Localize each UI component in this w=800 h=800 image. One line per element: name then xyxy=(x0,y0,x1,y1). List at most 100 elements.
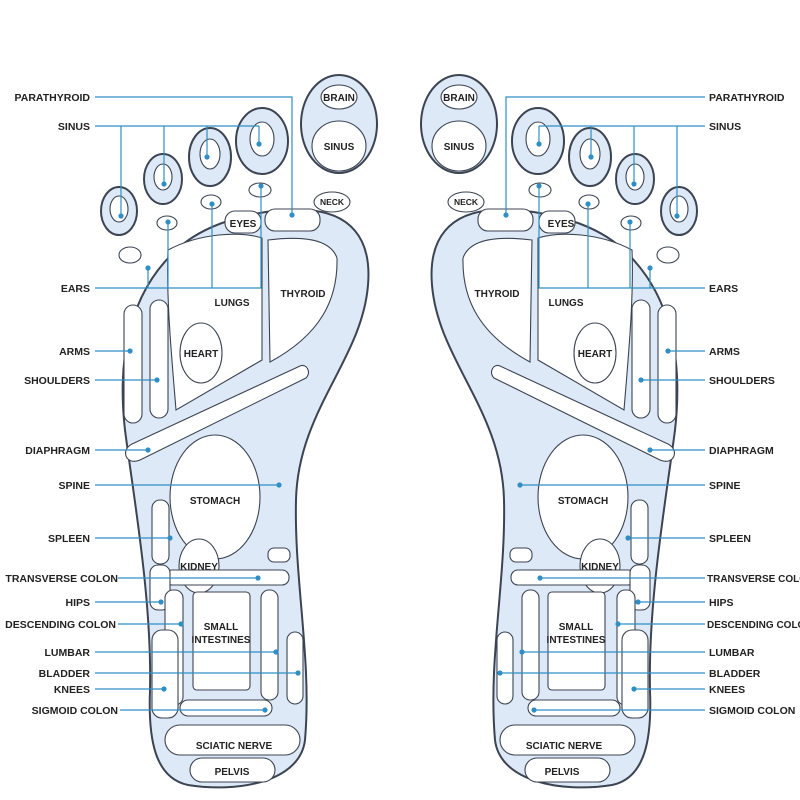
right-toe-3-sinus xyxy=(625,163,645,191)
left-dot-diaphragm xyxy=(145,447,151,453)
left-dot-sinus-2 xyxy=(204,154,210,160)
right-dot-transverse-colon xyxy=(537,575,543,581)
left-thyroid-zone xyxy=(267,237,338,363)
right-brain-zone xyxy=(440,84,478,110)
right-label-ears: EARS xyxy=(709,283,738,295)
right-dot-sinus-2 xyxy=(588,154,594,160)
left-dot-knees xyxy=(161,686,167,692)
left-dot-sinus-1 xyxy=(256,141,262,147)
right-sciatic-nerve-zone xyxy=(499,724,636,756)
right-dot-lumbar xyxy=(519,649,525,655)
right-brain-label: BRAIN xyxy=(443,93,475,104)
left-toe-4-under xyxy=(118,246,142,264)
right-toe-1-sinus xyxy=(525,121,551,157)
right-knee-zone xyxy=(621,629,649,719)
right-stomach-label: STOMACH xyxy=(558,496,608,507)
left-label-spine: SPINE xyxy=(58,480,90,492)
right-thyroid-label: THYROID xyxy=(475,289,520,300)
left-pelvis-label: PELVIS xyxy=(215,767,250,778)
right-bladder-zone xyxy=(496,631,514,705)
left-lungs-label: LUNGS xyxy=(215,298,250,309)
left-brain-label: BRAIN xyxy=(323,93,355,104)
left-dot-ears-4 xyxy=(145,265,151,271)
left-label-spleen: SPLEEN xyxy=(48,533,90,545)
left-dot-arms xyxy=(127,348,133,354)
left-dot-spine xyxy=(276,482,282,488)
left-dot-ears-3 xyxy=(165,219,171,225)
right-label-descending-colon: DESCENDING COLON xyxy=(707,620,800,631)
right-toe-2-sinus xyxy=(579,138,601,170)
left-dot-bladder xyxy=(295,670,301,676)
right-arm-zone xyxy=(657,304,677,424)
right-dot-ears-1 xyxy=(536,183,542,189)
left-label-sigmoid-colon: SIGMOID COLON xyxy=(32,705,118,717)
right-spleen-zone xyxy=(630,499,649,565)
left-stomach-label: STOMACH xyxy=(190,496,240,507)
left-label-transverse-colon: TRANSVERSE COLON xyxy=(5,573,118,585)
left-label-descending-colon: DESCENDING COLON xyxy=(5,619,116,631)
right-label-hips: HIPS xyxy=(709,597,734,609)
right-dot-sigmoid-colon xyxy=(531,707,537,713)
left-label-bladder: BLADDER xyxy=(39,668,91,680)
right-toe-4-sinus xyxy=(669,195,689,223)
left-dot-descending-colon xyxy=(178,621,184,627)
right-shoulder-zone xyxy=(631,299,651,419)
right-toe-1-under xyxy=(528,182,552,198)
left-dot-parathyroid xyxy=(289,212,295,218)
right-eyes-label: EYES xyxy=(548,219,575,230)
right-dot-shoulders xyxy=(638,377,644,383)
right-dot-diaphragm xyxy=(647,447,653,453)
left-labels: PARATHYROID SINUS EARS ARMS SHOULDERS DI… xyxy=(5,92,118,717)
right-dot-parathyroid xyxy=(503,212,509,218)
left-small-intestines-zone xyxy=(192,591,251,691)
left-dot-sinus-3 xyxy=(161,181,167,187)
right-dot-descending-colon xyxy=(615,621,621,627)
right-label-spine: SPINE xyxy=(709,480,741,492)
left-label-diaphragm: DIAPHRAGM xyxy=(25,445,90,457)
left-arm-zone xyxy=(123,304,143,424)
left-label-knees: KNEES xyxy=(54,684,90,696)
left-sinus-zone xyxy=(311,120,367,172)
left-shoulder-zone xyxy=(149,299,169,419)
left-toe-4-sinus xyxy=(109,195,129,223)
right-neck-label: NECK xyxy=(454,197,479,207)
right-dot-bladder xyxy=(497,670,503,676)
left-intestines-label: INTESTINES xyxy=(192,635,251,646)
right-dot-hips xyxy=(635,599,641,605)
left-dot-ears-2 xyxy=(209,201,215,207)
right-dot-spine xyxy=(517,482,523,488)
right-diaphragm-zone xyxy=(491,364,675,462)
right-dot-sinus-4 xyxy=(674,213,680,219)
left-toe-1-under xyxy=(248,182,272,198)
right-intestines-label: INTESTINES xyxy=(547,635,606,646)
right-kidney-label: KIDNEY xyxy=(581,562,619,573)
left-knee-zone xyxy=(151,629,179,719)
left-heart-zone xyxy=(179,322,223,384)
left-brain-zone xyxy=(320,84,358,110)
right-spine-zone-a xyxy=(509,547,533,563)
right-label-knees: KNEES xyxy=(709,684,745,696)
left-pelvis-zone xyxy=(189,757,276,783)
right-thyroid-zone xyxy=(462,237,533,363)
right-dot-sinus-1 xyxy=(536,141,542,147)
right-small-label: SMALL xyxy=(559,622,593,633)
right-lungs-label: LUNGS xyxy=(549,298,584,309)
right-sciatic-nerve-label: SCIATIC NERVE xyxy=(526,741,603,752)
right-label-lumbar: LUMBAR xyxy=(709,647,755,659)
right-leader-lines xyxy=(497,96,705,713)
left-label-lumbar: LUMBAR xyxy=(45,647,91,659)
left-neck-zone xyxy=(313,191,351,213)
right-foot: BRAIN SINUS NECK EYES LUNGS THYROID HEAR… xyxy=(420,74,698,789)
right-sigmoid-colon-zone xyxy=(527,699,621,717)
right-dot-ears-2 xyxy=(585,201,591,207)
left-neck-label: NECK xyxy=(320,197,345,207)
left-toe-1-sinus xyxy=(249,121,275,157)
left-kidney-label: KIDNEY xyxy=(180,562,218,573)
right-pelvis-zone xyxy=(524,757,611,783)
left-label-sinus: SINUS xyxy=(58,121,90,133)
left-label-parathyroid: PARATHYROID xyxy=(15,92,91,104)
right-dot-spleen xyxy=(625,535,631,541)
right-sinus-label: SINUS xyxy=(444,142,475,153)
left-spine-zone-a xyxy=(267,547,291,563)
